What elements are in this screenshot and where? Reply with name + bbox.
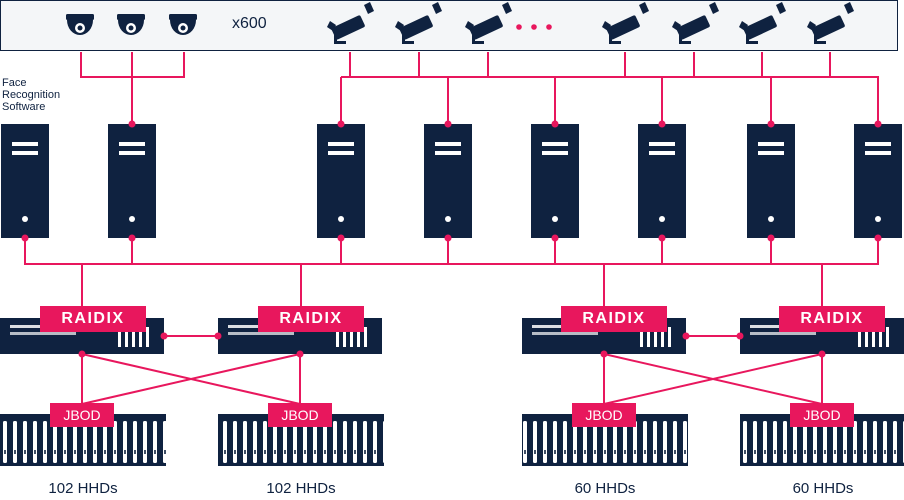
ellipsis-icon bbox=[516, 24, 552, 30]
controller-dots bbox=[78, 332, 826, 358]
raidix-badge: RAIDIX bbox=[40, 306, 146, 332]
hdd-count-label: 60 HHDs bbox=[574, 480, 636, 497]
jbod-badge: JBOD bbox=[50, 403, 114, 427]
hdd-count-label: 102 HHDs bbox=[48, 480, 118, 497]
server-icon bbox=[747, 124, 795, 238]
raidix-badge: RAIDIX bbox=[258, 306, 364, 332]
jbod-badge: JBOD bbox=[572, 403, 636, 427]
hdd-count-label: 60 HHDs bbox=[792, 480, 854, 497]
camera-network-lines bbox=[80, 52, 879, 124]
software-label: Face Recognition Software bbox=[2, 77, 61, 113]
camera-count-label: x600 bbox=[232, 15, 267, 32]
raidix-badge: RAIDIX bbox=[561, 306, 667, 332]
jbod-badge: JBOD bbox=[268, 403, 332, 427]
disk-shelf bbox=[218, 414, 384, 466]
raidix-badge: RAIDIX bbox=[779, 306, 885, 332]
hdd-count-label: 102 HHDs bbox=[266, 480, 336, 497]
server-icon bbox=[531, 124, 579, 238]
server-icon bbox=[424, 124, 472, 238]
server-icon bbox=[854, 124, 902, 238]
server-icon bbox=[1, 124, 49, 238]
storage-network-lines bbox=[24, 238, 879, 405]
server-icon bbox=[108, 124, 156, 238]
disk-shelf bbox=[0, 414, 166, 466]
jbod-badge: JBOD bbox=[790, 403, 854, 427]
server-icon bbox=[317, 124, 365, 238]
server-icon bbox=[638, 124, 686, 238]
